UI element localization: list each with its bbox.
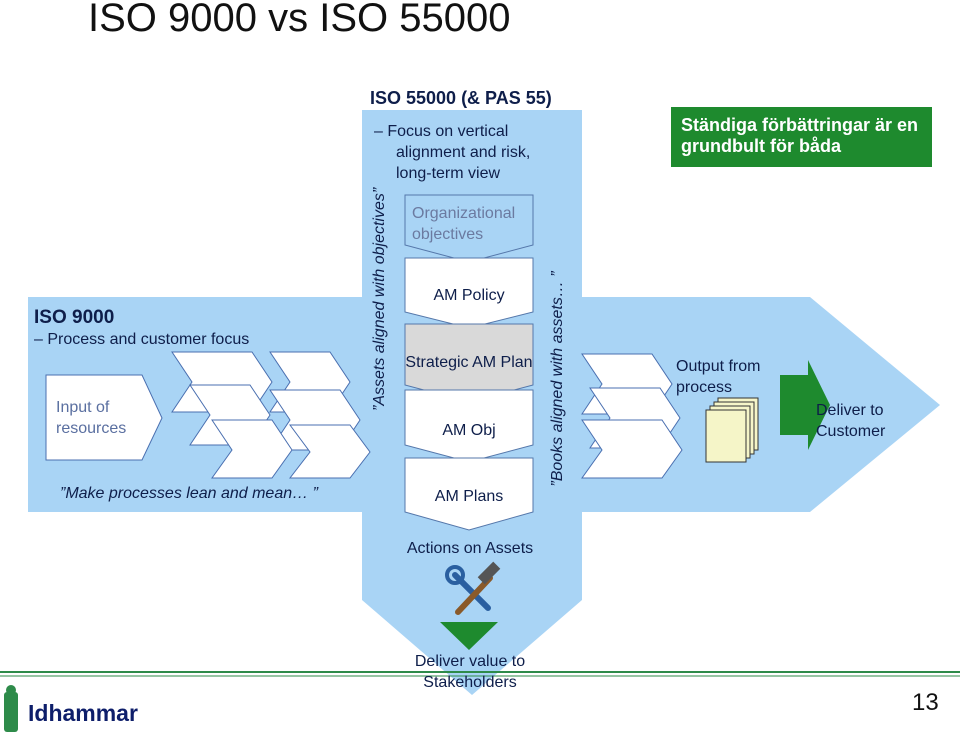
green-triangle-icon — [440, 622, 498, 650]
input-resources-label: Input of resources — [56, 399, 127, 437]
iso9000-heading: ISO 9000 — [34, 307, 115, 328]
improvement-callout: Ständiga förbättringar är en grundbult f… — [671, 107, 932, 167]
deliver-arrow-icon — [780, 360, 830, 450]
org-objectives-label: Organizational objectives — [412, 205, 516, 243]
document-stack-icon — [705, 397, 759, 463]
am-policy-shape — [404, 257, 534, 329]
strategic-plan-label: Strategic AM Plan — [405, 354, 533, 371]
wrench-hammer-icon — [445, 561, 501, 615]
process-chevron — [581, 419, 683, 479]
org-objectives-shape — [404, 194, 534, 263]
assets-aligned-label: ”Assets aligned with objectives” — [371, 187, 388, 411]
am-policy-label: AM Policy — [433, 287, 505, 304]
idhammar-logo-text: Idhammar — [28, 700, 138, 726]
iso55000-heading: ISO 55000 (& PAS 55) — [370, 88, 552, 108]
process-chevron — [211, 419, 293, 479]
am-plans-label: AM Plans — [434, 488, 504, 505]
actions-on-assets-label: Actions on Assets — [406, 540, 534, 557]
books-aligned-label: ”Books aligned with assets… ” — [549, 271, 566, 487]
lean-label: ”Make processes lean and mean… ” — [60, 485, 318, 502]
idhammar-logo-icon — [4, 685, 18, 732]
page-number: 13 — [912, 689, 939, 716]
am-obj-shape — [404, 389, 534, 463]
process-chevron — [288, 424, 371, 479]
output-from-process-label: Output from process — [676, 358, 761, 396]
iso9000-subheading: – Process and customer focus — [34, 331, 250, 348]
focus-line-2: alignment and risk, — [396, 144, 531, 161]
deliver-to-customer-label: Deliver to Customer — [816, 402, 886, 440]
input-chevron — [45, 374, 163, 461]
page-title: ISO 9000 vs ISO 55000 — [88, 0, 511, 40]
focus-line-1: – Focus on vertical — [374, 123, 509, 140]
am-plans-shape — [404, 457, 534, 531]
focus-line-3: long-term view — [396, 165, 501, 182]
iso55000-focus: – Focus on vertical alignment and risk, … — [374, 121, 574, 184]
deliver-value-label: Deliver value to Stakeholders — [414, 653, 526, 691]
am-obj-label: AM Obj — [442, 422, 496, 439]
